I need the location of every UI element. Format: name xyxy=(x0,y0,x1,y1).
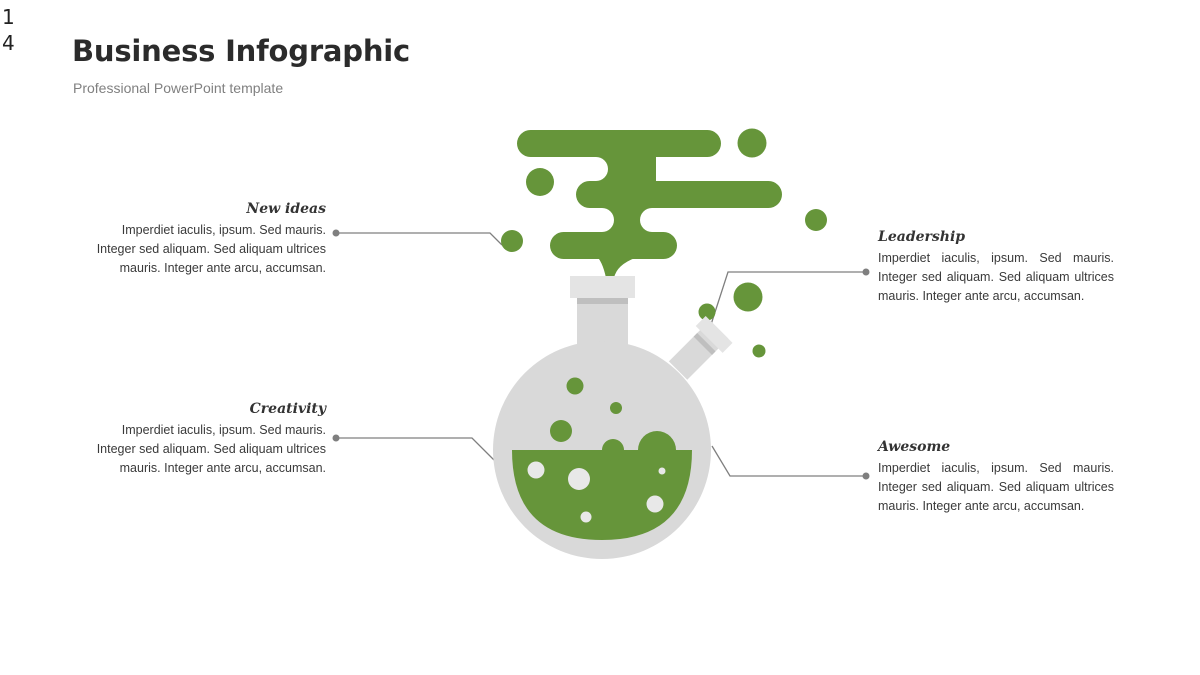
item-text: Imperdiet iaculis, ipsum. Sed mauris. In… xyxy=(878,461,1114,513)
liquid-bubbles xyxy=(527,461,666,523)
flask-liquid xyxy=(512,377,692,540)
dot-creativity xyxy=(332,434,340,442)
item-text: Imperdiet iaculis, ipsum. Sed mauris. In… xyxy=(878,251,1114,303)
item-text: Imperdiet iaculis, ipsum. Sed mauris. In… xyxy=(96,223,326,275)
dot-leadership xyxy=(862,268,870,276)
item-text: Imperdiet iaculis, ipsum. Sed mauris. In… xyxy=(96,423,326,475)
connector-new-ideas xyxy=(336,232,503,246)
connector-creativity xyxy=(336,437,497,463)
floating-bubbles xyxy=(501,128,827,358)
item-heading: Creativity xyxy=(249,401,326,417)
dot-new-ideas xyxy=(332,229,340,237)
dot-awesome xyxy=(862,472,870,480)
smoke-gaps xyxy=(546,157,724,232)
item-new-ideas: New ideas Imperdiet iaculis, ipsum. Sed … xyxy=(90,201,326,278)
item-heading: Awesome xyxy=(878,439,951,455)
connector-leadership xyxy=(705,271,866,341)
connector-awesome xyxy=(711,445,866,477)
item-leadership: Leadership Imperdiet iaculis, ipsum. Sed… xyxy=(878,229,1114,306)
item-awesome: Awesome Imperdiet iaculis, ipsum. Sed ma… xyxy=(878,439,1114,516)
item-creativity: Creativity Imperdiet iaculis, ipsum. Sed… xyxy=(90,401,326,478)
slide-subtitle: Professional PowerPoint template xyxy=(73,80,284,96)
item-heading: New ideas xyxy=(246,201,326,217)
slide-title: Business Infographic xyxy=(72,34,411,68)
smoke-cloud xyxy=(517,130,782,278)
item-heading: Leadership xyxy=(878,229,966,245)
slide-number: 14 xyxy=(2,5,15,55)
connector-dots xyxy=(332,229,870,480)
